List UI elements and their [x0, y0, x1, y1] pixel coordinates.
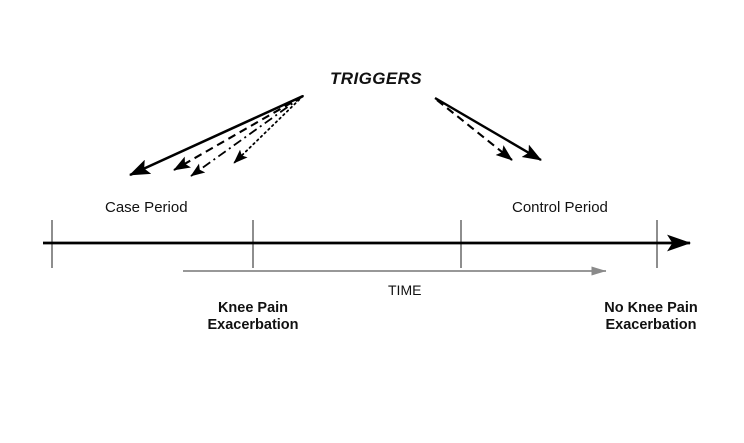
triggers-title: TRIGGERS — [330, 69, 422, 88]
case-trigger-arrow-group — [129, 94, 304, 177]
no-knee-pain-exacerbation-line1: No Knee Pain — [604, 300, 698, 316]
knee-pain-exacerbation-line1: Knee Pain — [217, 300, 289, 316]
trigger-ray-dotted-icon — [233, 95, 304, 164]
knee-pain-exacerbation-line2: Exacerbation — [207, 317, 299, 334]
control-ray-solid-icon — [434, 96, 542, 162]
trigger-ray-dashed-icon — [173, 95, 304, 171]
control-period-label: Control Period — [512, 199, 608, 216]
control-ray-dashed-icon — [436, 99, 513, 161]
no-knee-pain-exacerbation-line2: Exacerbation — [605, 317, 697, 334]
time-axis-label: TIME — [388, 282, 422, 298]
no-knee-pain-exacerbation-label: No Knee Pain Exacerbation — [575, 300, 727, 334]
knee-pain-exacerbation-label: Knee Pain Exacerbation — [177, 300, 329, 334]
trigger-ray-solid-icon — [129, 94, 304, 177]
case-period-label: Case Period — [105, 199, 188, 216]
control-trigger-arrow-group — [434, 96, 542, 162]
trigger-ray-dashdot-icon — [190, 95, 304, 177]
